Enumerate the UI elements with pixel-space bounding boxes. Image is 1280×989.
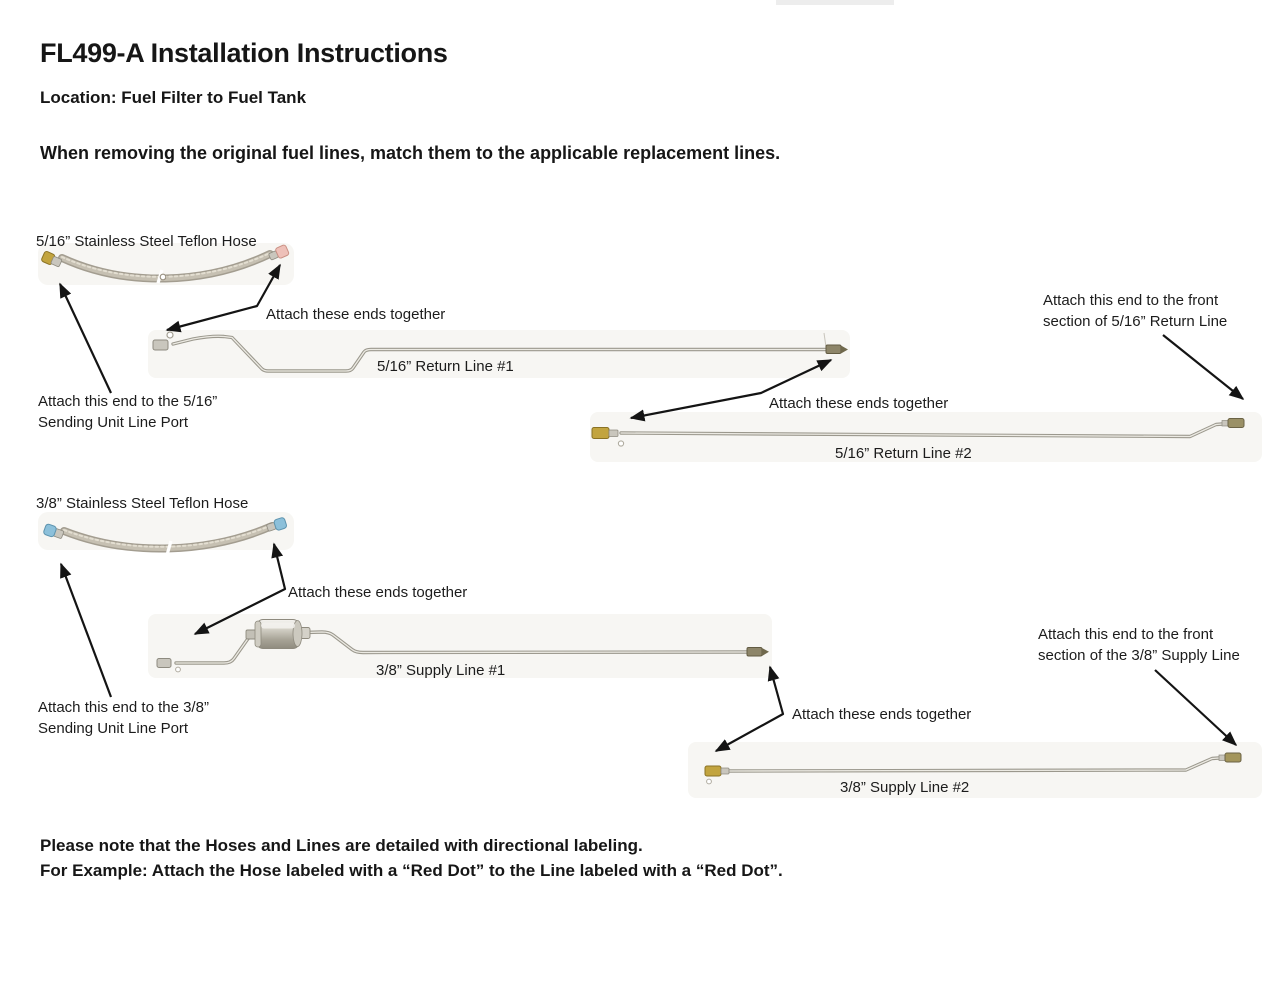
supply-line-1-right-fitting bbox=[746, 647, 763, 657]
label-attach-ends-4: Attach these ends together bbox=[792, 706, 972, 723]
flare-washer bbox=[617, 440, 625, 447]
location-line: Location: Fuel Filter to Fuel Tank bbox=[40, 88, 307, 107]
flare-washer bbox=[175, 666, 181, 673]
return-line-1-right-fitting bbox=[825, 344, 842, 354]
flare-washer bbox=[706, 778, 712, 785]
supply-line-2-brass-fitting bbox=[704, 765, 722, 777]
inline-fuel-filter bbox=[245, 619, 311, 649]
hose-38-stainless bbox=[43, 517, 287, 556]
label-line: Sending Unit Line Port bbox=[38, 720, 189, 737]
label-front-516: Attach this end to the front section of … bbox=[1043, 290, 1227, 332]
fitting-nub bbox=[608, 429, 619, 437]
note-line-1: Please note that the Hoses and Lines are… bbox=[40, 836, 643, 855]
arrow-to-516-sending-end bbox=[59, 282, 112, 394]
hose-band-ring bbox=[159, 273, 167, 281]
fitting-nub bbox=[720, 767, 730, 775]
hose-segment-gap bbox=[165, 540, 173, 556]
label-return-line-1: 5/16” Return Line #1 bbox=[377, 358, 514, 375]
label-line: Sending Unit Line Port bbox=[38, 414, 189, 431]
photo-backdrops bbox=[38, 0, 1262, 798]
hose-516-red-dot-end bbox=[268, 244, 290, 261]
return-line-1-left-fitting bbox=[152, 339, 169, 351]
arrow-to-516-line2-front bbox=[1162, 334, 1245, 400]
label-line: section of 5/16” Return Line bbox=[1043, 313, 1228, 330]
arrow-to-38-line2-front bbox=[1154, 669, 1238, 747]
label-front-38: Attach this end to the front section of … bbox=[1038, 624, 1240, 666]
arrow-attach-516-line1-to-line2 bbox=[629, 359, 833, 422]
return-line-2-right-fitting bbox=[1227, 418, 1245, 428]
page-title: FL499-A Installation Instructions bbox=[40, 38, 448, 68]
return-line-1 bbox=[152, 331, 848, 373]
fitting-tip bbox=[762, 648, 769, 656]
label-line: Attach this end to the front bbox=[1038, 626, 1214, 643]
supply-line-2-right-fitting bbox=[1224, 752, 1242, 763]
label-hose-38: 3/8” Stainless Steel Teflon Hose bbox=[36, 495, 249, 512]
label-attach-ends-3: Attach these ends together bbox=[288, 584, 468, 601]
arrow-to-38-sending-end bbox=[59, 562, 113, 698]
return-line-2-brass-fitting bbox=[591, 427, 610, 439]
footer-note: Please note that the Hoses and Lines are… bbox=[40, 834, 783, 883]
label-sending-unit-38: Attach this end to the 3/8” Sending Unit… bbox=[38, 697, 209, 739]
intro-instruction: When removing the original fuel lines, m… bbox=[40, 143, 781, 163]
hose-38-blue-end-left bbox=[43, 523, 64, 539]
supply-line-2 bbox=[704, 752, 1242, 785]
label-sending-unit-516: Attach this end to the 5/16” Sending Uni… bbox=[38, 391, 217, 433]
fitting-tip bbox=[841, 345, 848, 354]
arrow-attach-38-hose-to-line1 bbox=[193, 542, 287, 635]
hose-516-brass-end bbox=[41, 250, 63, 268]
retainer-clip bbox=[823, 332, 827, 348]
supply-line-1-left-fitting bbox=[156, 658, 172, 668]
flare-washer bbox=[166, 331, 174, 339]
label-attach-ends-2: Attach these ends together bbox=[769, 395, 949, 412]
note-line-2: For Example: Attach the Hose labeled wit… bbox=[40, 860, 783, 880]
label-line: section of the 3/8” Supply Line bbox=[1038, 647, 1240, 664]
label-hose-516: 5/16” Stainless Steel Teflon Hose bbox=[36, 233, 257, 250]
label-line: Attach this end to the front bbox=[1043, 292, 1219, 309]
hose-38-blue-end-right bbox=[266, 517, 287, 532]
annotation-arrows bbox=[59, 263, 1245, 752]
label-attach-ends-1: Attach these ends together bbox=[266, 306, 446, 323]
return-line-2 bbox=[591, 418, 1245, 447]
label-line: Attach this end to the 5/16” bbox=[38, 393, 218, 410]
label-supply-line-2: 3/8” Supply Line #2 bbox=[840, 779, 970, 796]
arrow-attach-38-line1-to-line2 bbox=[714, 665, 785, 752]
label-return-line-2: 5/16” Return Line #2 bbox=[835, 445, 972, 462]
label-line: Attach this end to the 3/8” bbox=[38, 699, 209, 716]
label-supply-line-1: 3/8” Supply Line #1 bbox=[376, 662, 506, 679]
arrow-attach-516-hose-to-line1 bbox=[165, 263, 281, 333]
